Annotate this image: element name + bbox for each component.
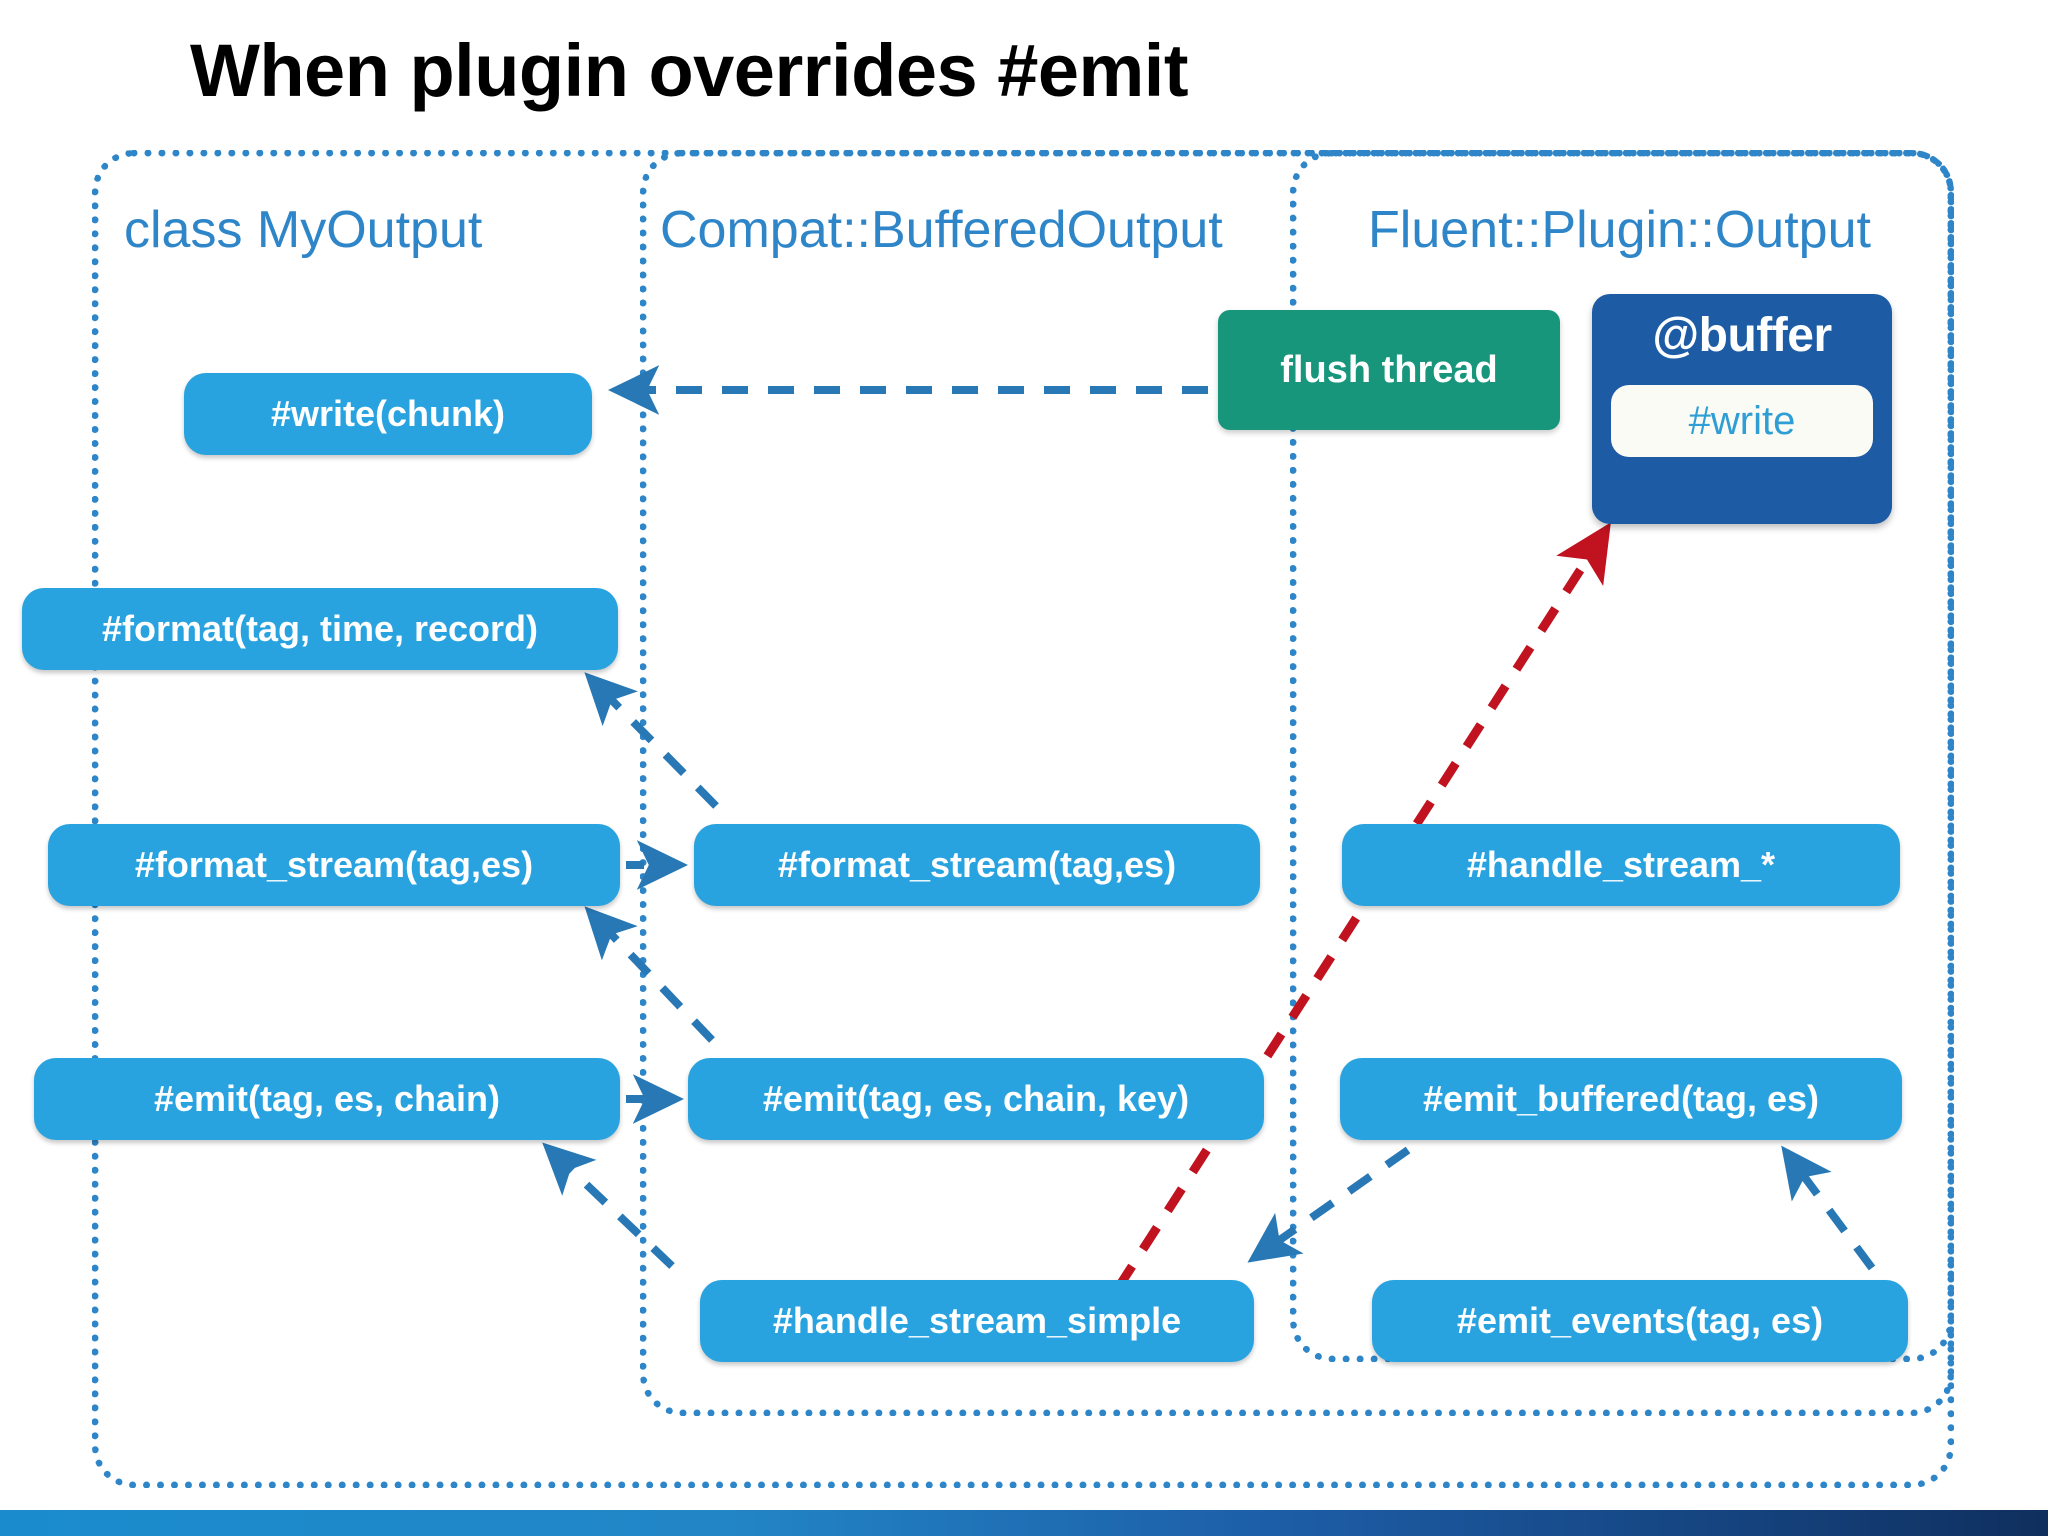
pill-emit-myoutput[interactable]: #emit(tag, es, chain) [34, 1058, 620, 1140]
bottom-accent-bar [0, 1510, 2048, 1536]
pill-emit-buffered[interactable]: #emit_buffered(tag, es) [1340, 1058, 1902, 1140]
pill-handle-stream-star[interactable]: #handle_stream_* [1342, 824, 1900, 906]
pill-emit-compat[interactable]: #emit(tag, es, chain, key) [688, 1058, 1264, 1140]
group-label-fluent: Fluent::Plugin::Output [1368, 201, 1871, 259]
group-label-myoutput: class MyOutput [124, 201, 483, 259]
buffer-box[interactable]: @buffer #write [1592, 294, 1892, 524]
buffer-title: @buffer [1652, 309, 1832, 362]
buffer-write-pill[interactable]: #write [1611, 385, 1873, 457]
flush-thread-box[interactable]: flush thread [1218, 310, 1560, 430]
group-label-compat: Compat::BufferedOutput [660, 201, 1223, 259]
page-title: When plugin overrides #emit [190, 29, 1189, 112]
pill-write-chunk[interactable]: #write(chunk) [184, 373, 592, 455]
pill-handle-stream-simple[interactable]: #handle_stream_simple [700, 1280, 1254, 1362]
pill-emit-events[interactable]: #emit_events(tag, es) [1372, 1280, 1908, 1362]
pill-format-stream-myoutput[interactable]: #format_stream(tag,es) [48, 824, 620, 906]
pill-format[interactable]: #format(tag, time, record) [22, 588, 618, 670]
pill-format-stream-compat[interactable]: #format_stream(tag,es) [694, 824, 1260, 906]
